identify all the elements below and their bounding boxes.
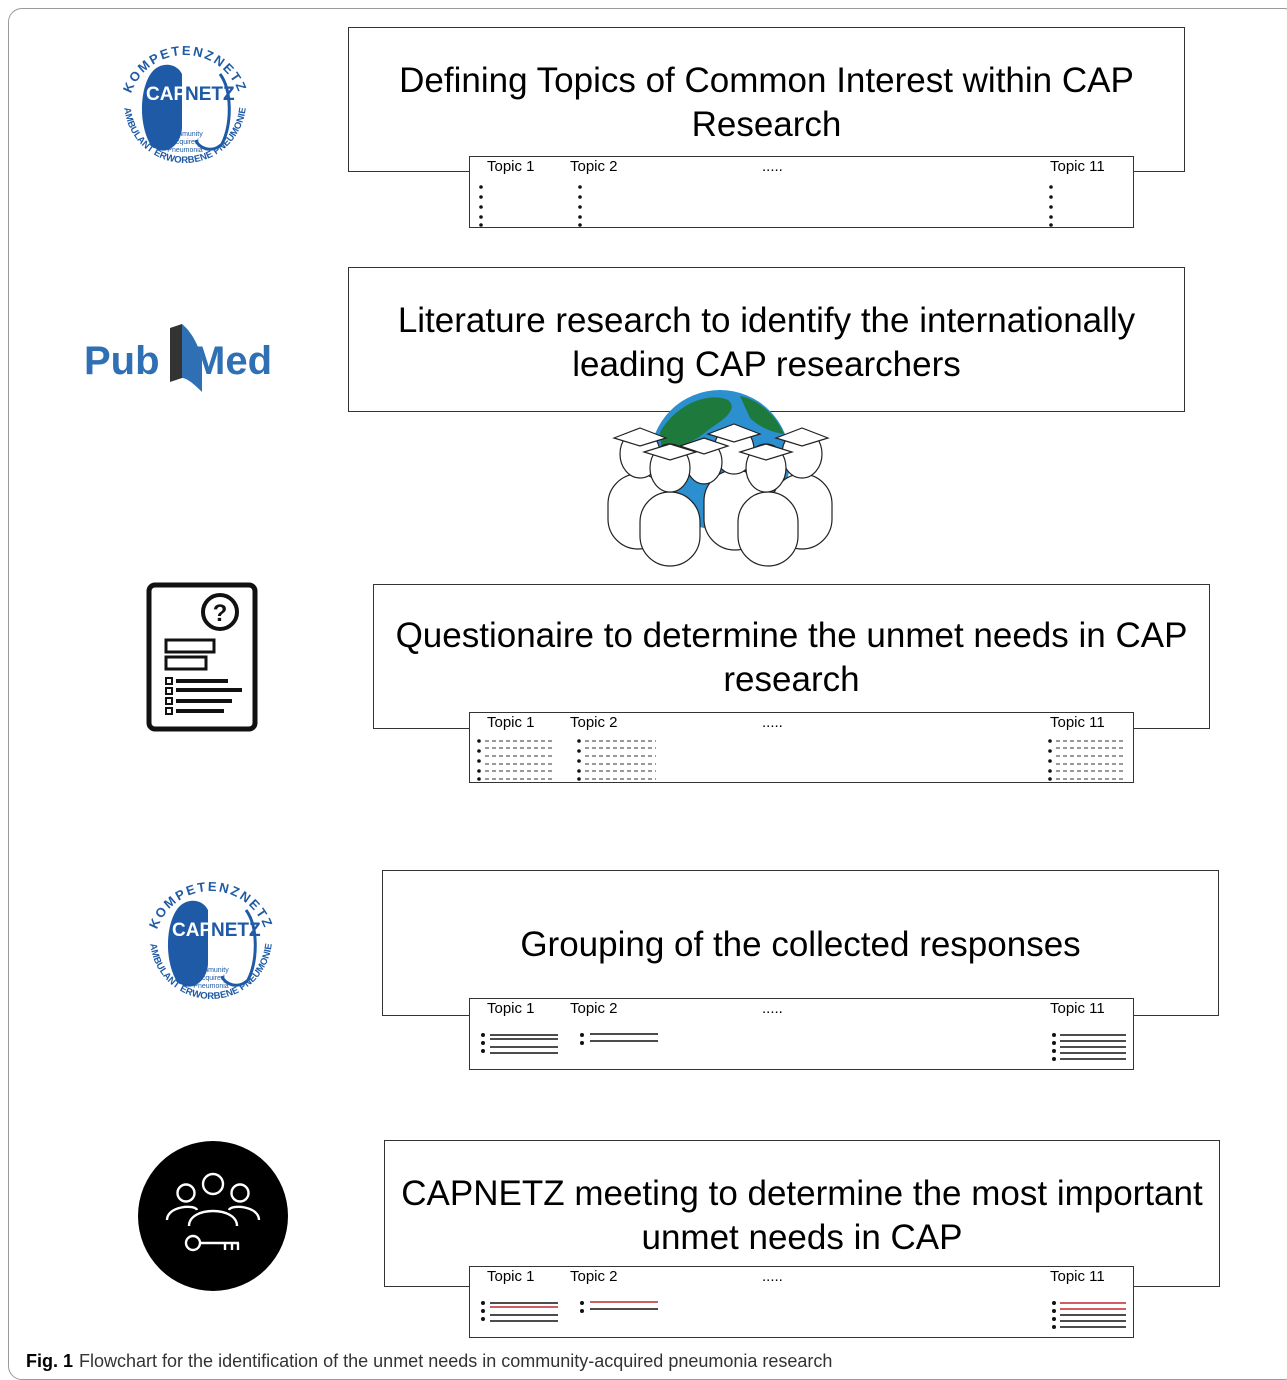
svg-text:Community: Community [167, 131, 203, 138]
caption-label: Fig. 1 [26, 1351, 74, 1371]
step-2-label: Literature research to identify the inte… [397, 301, 1136, 384]
topic-2-label: Topic 2 [570, 158, 618, 175]
capnetz-logo-icon: KOMPETENZNETZ CAP NETZ Community Acquire… [146, 879, 275, 1002]
topic-prioritized-lines [481, 1301, 1126, 1329]
globe-graduates-icon [607, 390, 833, 567]
topic-ellipsis: ..... [762, 714, 783, 731]
topic-11-label: Topic 11 [1050, 158, 1105, 175]
pubmed-logo-icon: Pub Med [84, 324, 272, 392]
svg-text:Acquired: Acquired [197, 975, 225, 982]
step-5-label: CAPNETZ meeting to determine the most im… [401, 1174, 1203, 1257]
topic-11-label: Topic 11 [1050, 1000, 1105, 1017]
svg-text:NETZ: NETZ [211, 920, 261, 941]
topics-box-5: Topic 1 Topic 2 ..... Topic 11 [469, 1266, 1134, 1338]
topic-dashed-lines [477, 739, 1125, 781]
meeting-key-icon [138, 1141, 288, 1291]
topics-box-3: Topic 1 Topic 2 ..... Topic 11 [469, 712, 1134, 783]
questionnaire-icon: ? [146, 582, 258, 732]
topic-1-label: Topic 1 [487, 714, 535, 731]
topics-box-4: Topic 1 Topic 2 ..... Topic 11 [469, 998, 1134, 1070]
topic-11-label: Topic 11 [1050, 1268, 1105, 1285]
pubmed-pub-text: Pub [84, 339, 160, 383]
topic-1-label: Topic 1 [487, 158, 535, 175]
step-1-label: Defining Topics of Common Interest withi… [399, 61, 1134, 144]
caption-text: Flowchart for the identification of the … [79, 1351, 833, 1371]
topic-11-label: Topic 11 [1050, 714, 1105, 731]
pubmed-med-text: Med [192, 339, 272, 383]
topic-1-label: Topic 1 [487, 1268, 535, 1285]
svg-text:?: ? [213, 600, 228, 627]
capnetz-netz-text: NETZ [185, 84, 235, 105]
svg-text:CAP: CAP [172, 920, 212, 941]
svg-text:Acquired: Acquired [171, 139, 199, 146]
capnetz-logo-icon: KOMPETENZNETZ CAP NETZ Community Acquire… [120, 43, 249, 166]
svg-text:Pneumonia: Pneumonia [193, 983, 229, 990]
step-4-box: Grouping of the collected responses [382, 870, 1219, 1016]
topic-ellipsis: ..... [762, 1268, 783, 1285]
svg-text:Community: Community [193, 967, 229, 974]
topic-ellipsis: ..... [762, 158, 783, 175]
topics-box-1: Topic 1 Topic 2 ..... Topic 11 [469, 156, 1134, 228]
svg-text:Pneumonia: Pneumonia [167, 147, 203, 154]
topic-1-label: Topic 1 [487, 1000, 535, 1017]
topic-ellipsis: ..... [762, 1000, 783, 1017]
topic-grouped-lines [481, 1033, 1126, 1061]
capnetz-cap-text: CAP [146, 84, 186, 105]
topic-dots-vertical [479, 185, 1053, 227]
topic-2-label: Topic 2 [570, 1000, 618, 1017]
step-3-label: Questionaire to determine the unmet need… [395, 616, 1188, 699]
step-4-label: Grouping of the collected responses [520, 925, 1081, 964]
step-3-box: Questionaire to determine the unmet need… [373, 584, 1210, 729]
topic-2-label: Topic 2 [570, 714, 618, 731]
step-5-box: CAPNETZ meeting to determine the most im… [384, 1140, 1220, 1287]
topic-2-label: Topic 2 [570, 1268, 618, 1285]
step-1-box: Defining Topics of Common Interest withi… [348, 27, 1185, 172]
